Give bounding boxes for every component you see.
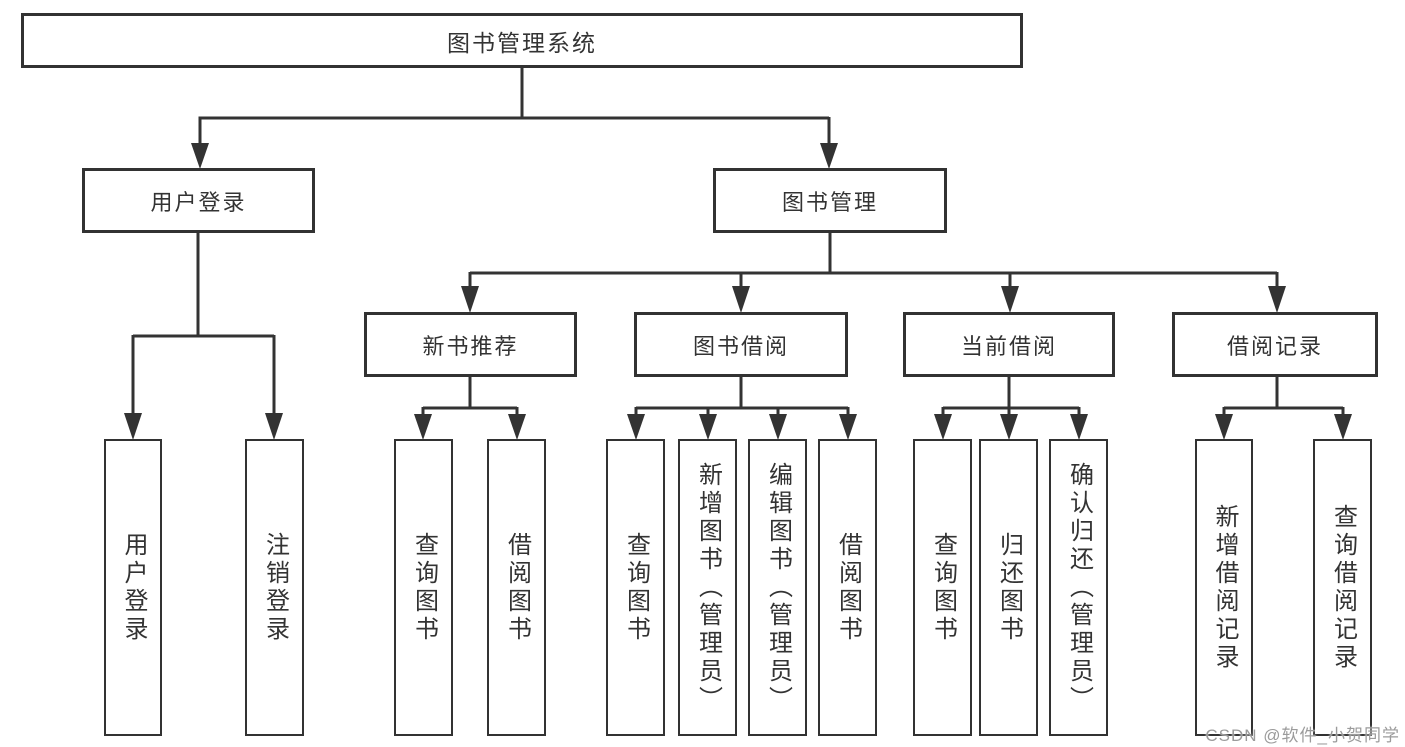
connector-new-book-recommend [414, 376, 526, 440]
leaf-newbooks-query-books-label: 查询图书 [410, 531, 438, 644]
node-current-borrowing: 当前借阅 [903, 312, 1115, 377]
node-book-borrowing-label: 图书借阅 [692, 333, 789, 359]
connector-user-login [124, 232, 283, 440]
leaf-current-confirm-return-admin: 确认归还（管理员） [1049, 439, 1108, 736]
node-current-borrowing-label: 当前借阅 [960, 333, 1057, 359]
leaf-records-add-borrow-record: 新增借阅记录 [1195, 439, 1253, 736]
node-user-login-label: 用户登录 [150, 189, 247, 215]
connector-book-borrowing [627, 376, 857, 440]
connector-book-management [461, 232, 1286, 313]
leaf-borrowing-borrow-books: 借阅图书 [818, 439, 877, 736]
leaf-current-return-books-label: 归还图书 [995, 531, 1023, 644]
node-new-book-recommend: 新书推荐 [364, 312, 577, 377]
leaf-newbooks-borrow-books: 借阅图书 [487, 439, 546, 736]
connector-current-borrowing [934, 376, 1088, 440]
node-book-borrowing: 图书借阅 [634, 312, 848, 377]
leaf-newbooks-borrow-books-label: 借阅图书 [503, 531, 531, 644]
leaf-borrowing-borrow-books-label: 借阅图书 [834, 531, 862, 644]
leaf-logout-label: 注销登录 [261, 531, 289, 644]
leaf-newbooks-query-books: 查询图书 [394, 439, 453, 736]
leaf-current-query-books-label: 查询图书 [929, 531, 957, 644]
node-book-management-label: 图书管理 [781, 189, 878, 215]
leaf-user-login-label: 用户登录 [120, 531, 147, 644]
leaf-borrowing-edit-books-admin: 编辑图书（管理员） [748, 439, 807, 736]
node-user-login: 用户登录 [82, 168, 315, 233]
leaf-current-confirm-return-admin-label: 确认归还（管理员） [1065, 461, 1093, 714]
leaf-current-return-books: 归还图书 [979, 439, 1038, 736]
node-root: 图书管理系统 [21, 13, 1023, 68]
leaf-records-add-borrow-record-label: 新增借阅记录 [1211, 503, 1238, 672]
leaf-current-query-books: 查询图书 [913, 439, 972, 736]
connector-borrow-records [1215, 376, 1352, 440]
node-borrow-records: 借阅记录 [1172, 312, 1378, 377]
node-book-management: 图书管理 [713, 168, 947, 233]
csdn-watermark: CSDN @软件_小贺同学 [1205, 726, 1400, 745]
leaf-borrowing-add-books-admin: 新增图书（管理员） [678, 439, 737, 736]
leaf-records-query-borrow-record-label: 查询借阅记录 [1329, 503, 1357, 672]
leaf-user-login: 用户登录 [104, 439, 162, 736]
node-root-label: 图书管理系统 [447, 29, 597, 56]
leaf-borrowing-query-books-label: 查询图书 [622, 531, 650, 644]
node-borrow-records-label: 借阅记录 [1226, 333, 1323, 359]
node-new-book-recommend-label: 新书推荐 [422, 333, 519, 359]
leaf-records-query-borrow-record: 查询借阅记录 [1313, 439, 1372, 736]
leaf-borrowing-query-books: 查询图书 [606, 439, 665, 736]
connector-root [191, 68, 838, 169]
leaf-borrowing-add-books-admin-label: 新增图书（管理员） [694, 461, 722, 714]
leaf-logout: 注销登录 [245, 439, 304, 736]
leaf-borrowing-edit-books-admin-label: 编辑图书（管理员） [764, 461, 792, 714]
